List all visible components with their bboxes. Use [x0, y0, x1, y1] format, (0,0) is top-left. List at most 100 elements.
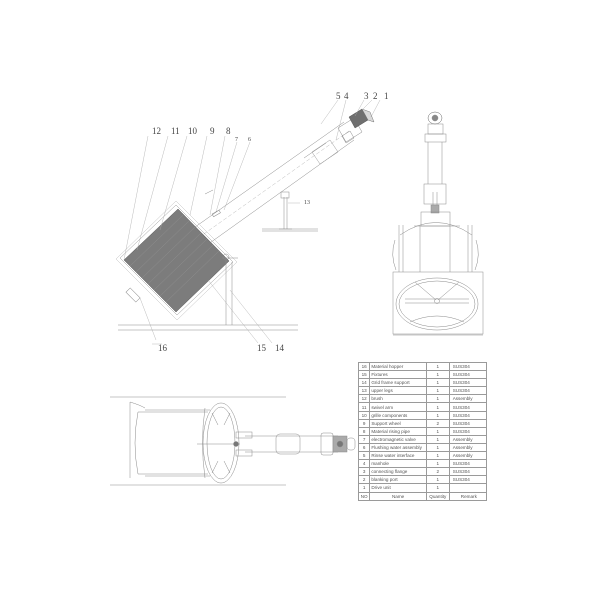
bom-name: Rinse water interface: [369, 451, 427, 461]
bom-remark: Assembly: [448, 451, 488, 461]
bom-no: 15: [357, 370, 371, 380]
bom-remark: SUS304: [448, 467, 488, 477]
callout-2: 2: [373, 91, 378, 101]
bom-remark: SUS304: [448, 378, 488, 388]
bom-quantity: 1: [425, 475, 450, 485]
bom-quantity: 1: [425, 386, 450, 396]
header-remark: Remark: [448, 491, 488, 501]
bom-remark: SUS304: [448, 418, 488, 428]
header-name: Name: [369, 491, 427, 501]
callout-4: 4: [344, 91, 349, 101]
bom-remark: Assembly: [448, 442, 488, 453]
bom-name: connecting flange: [369, 467, 427, 477]
callout-9: 9: [210, 126, 215, 136]
bom-no: 13: [357, 386, 371, 396]
bom-no: 4: [357, 459, 371, 469]
bom-name: Support wheel: [369, 418, 427, 428]
bom-remark: Assembly: [448, 394, 488, 404]
bom-no: 3: [357, 467, 371, 477]
bom-remark: [448, 483, 488, 493]
callout-8: 8: [226, 126, 231, 136]
callout-5: 5: [336, 91, 341, 101]
bom-no: 8: [357, 426, 371, 436]
bom-remark: SUS304: [448, 361, 488, 372]
bom-remark: SUS304: [448, 386, 488, 396]
bom-no: 9: [357, 418, 371, 428]
bom-quantity: 1: [425, 483, 450, 493]
bom-quantity: 1: [425, 410, 450, 420]
bom-no: 5: [357, 451, 371, 461]
bom-name: electromagnetic valve: [369, 434, 427, 444]
bom-no: 12: [357, 394, 371, 404]
bom-quantity: 1: [425, 459, 450, 469]
bom-quantity: 2: [425, 467, 450, 477]
header-no: NO: [357, 491, 371, 501]
callout-3: 3: [364, 91, 369, 101]
bom-no: 1: [357, 483, 371, 493]
bom-quantity: 1: [425, 426, 450, 436]
bom-no: 2: [357, 475, 371, 485]
bom-name: upper legs: [369, 386, 427, 396]
bom-quantity: 1: [425, 402, 450, 412]
callout-15: 15: [257, 343, 266, 353]
bom-name: swivel arm: [369, 402, 427, 412]
bom-quantity: 1: [425, 434, 450, 444]
callout-12: 12: [152, 126, 161, 136]
bom-no: 11: [357, 402, 371, 412]
bom-name: blanking port: [369, 475, 427, 485]
callout-14: 14: [275, 343, 284, 353]
bom-name: Drive unit: [369, 483, 427, 493]
header-quantity: Quantity: [425, 491, 450, 501]
bom-name: grille components: [369, 410, 427, 420]
callout-10: 10: [188, 126, 197, 136]
bom-quantity: 1: [425, 442, 450, 453]
bom-name: Grid frame support: [369, 378, 427, 388]
bom-remark: SUS304: [448, 370, 488, 380]
bom-no: 10: [357, 410, 371, 420]
bom-name: Fixtures: [369, 370, 427, 380]
bom-name: Material rising pipe: [369, 426, 427, 436]
callout-1: 1: [384, 91, 389, 101]
bom-quantity: 1: [425, 394, 450, 404]
bom-name: Flushing water assembly: [369, 442, 427, 453]
bom-quantity: 1: [425, 370, 450, 380]
callout-7: 7: [235, 137, 238, 143]
bom-remark: SUS304: [448, 426, 488, 436]
callout-13: 13: [304, 200, 310, 206]
bom-remark: Assembly: [448, 434, 488, 444]
bom-quantity: 1: [425, 378, 450, 388]
callout-11: 11: [171, 126, 180, 136]
bom-remark: SUS304: [448, 459, 488, 469]
bom-quantity: 1: [425, 451, 450, 461]
bom-no: 7: [357, 434, 371, 444]
callout-16: 16: [158, 343, 167, 353]
bom-quantity: 2: [425, 418, 450, 428]
bom-name: brush: [369, 394, 427, 404]
bom-no: 16: [357, 361, 371, 372]
bom-no: 6: [357, 442, 371, 453]
callout-6: 6: [248, 137, 251, 143]
bom-quantity: 1: [425, 361, 450, 372]
bom-remark: SUS304: [448, 402, 488, 412]
